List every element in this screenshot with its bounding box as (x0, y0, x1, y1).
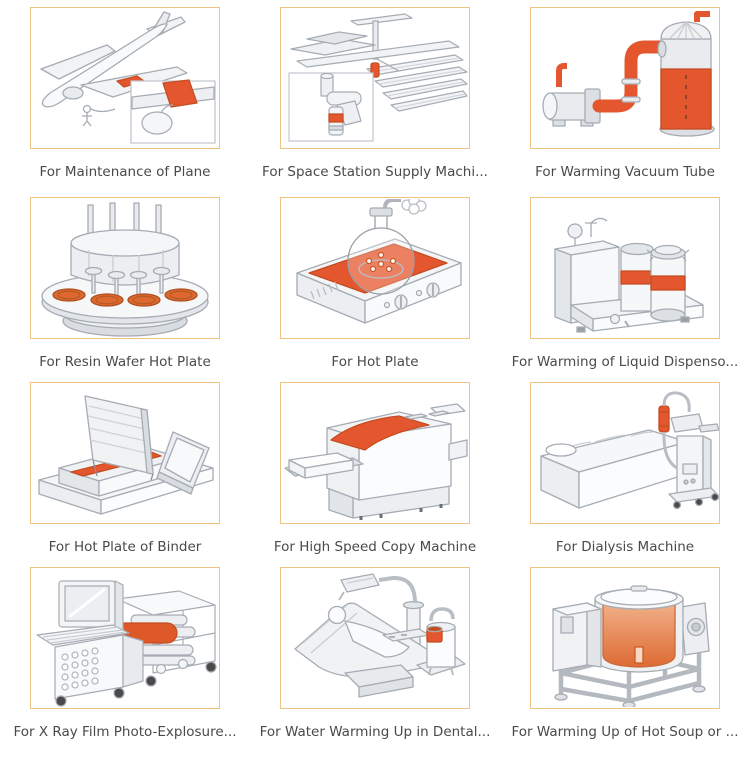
illustration-frame (280, 382, 470, 524)
application-caption: For Hot Plate (331, 354, 419, 370)
application-caption: For X Ray Film Photo-Explosure... (13, 724, 237, 740)
illustration-frame (530, 7, 720, 149)
illustration-frame (530, 197, 720, 339)
copy-machine-illustration (284, 403, 468, 520)
airplane-wing-heater-illustration (40, 11, 216, 144)
application-caption: For Warming Vacuum Tube (535, 164, 715, 180)
application-item: For Warming Up of Hot Soup or ... (500, 560, 750, 757)
x-ray-film-machine-illustration (36, 580, 217, 707)
application-item: For X Ray Film Photo-Explosure... (0, 560, 250, 757)
illustration-frame (280, 7, 470, 149)
resin-wafer-rotary-plate-illustration (41, 202, 209, 337)
application-caption: For Hot Plate of Binder (48, 539, 202, 555)
dialysis-machine-illustration (540, 391, 719, 510)
hot-plate-flask-illustration (296, 199, 462, 324)
application-caption: For Resin Wafer Hot Plate (39, 354, 211, 370)
space-station-illustration (288, 13, 468, 142)
application-caption: For Water Warming Up in Dental... (259, 724, 491, 740)
soup-kettle-illustration (552, 585, 710, 707)
application-caption: For Space Station Supply Machi... (262, 164, 488, 180)
dental-chair-illustration (294, 573, 466, 698)
illustration-frame (280, 567, 470, 709)
application-caption: For Warming of Liquid Dispenso... (511, 354, 739, 370)
application-item: For High Speed Copy Machine (250, 375, 500, 560)
illustration-frame (530, 382, 720, 524)
illustration-frame (30, 7, 220, 149)
application-item: For Hot Plate (250, 190, 500, 375)
application-caption: For Maintenance of Plane (39, 164, 211, 180)
illustration-frame (280, 197, 470, 339)
application-item: For Resin Wafer Hot Plate (0, 190, 250, 375)
application-caption: For Warming Up of Hot Soup or ... (511, 724, 739, 740)
illustration-frame (30, 382, 220, 524)
application-item: For Space Station Supply Machi... (250, 0, 500, 190)
application-item: For Water Warming Up in Dental... (250, 560, 500, 757)
binder-hot-plate-illustration (38, 395, 214, 515)
vacuum-tube-tank-illustration (542, 11, 715, 137)
application-item: For Dialysis Machine (500, 375, 750, 560)
liquid-dispenser-illustration (554, 217, 704, 333)
application-item: For Warming of Liquid Dispenso... (500, 190, 750, 375)
application-caption: For Dialysis Machine (555, 539, 695, 555)
illustration-frame (30, 567, 220, 709)
application-item: For Warming Vacuum Tube (500, 0, 750, 190)
illustration-frame (530, 567, 720, 709)
illustration-frame (30, 197, 220, 339)
application-item: For Maintenance of Plane (0, 0, 250, 190)
application-caption: For High Speed Copy Machine (273, 539, 477, 555)
application-item: For Hot Plate of Binder (0, 375, 250, 560)
